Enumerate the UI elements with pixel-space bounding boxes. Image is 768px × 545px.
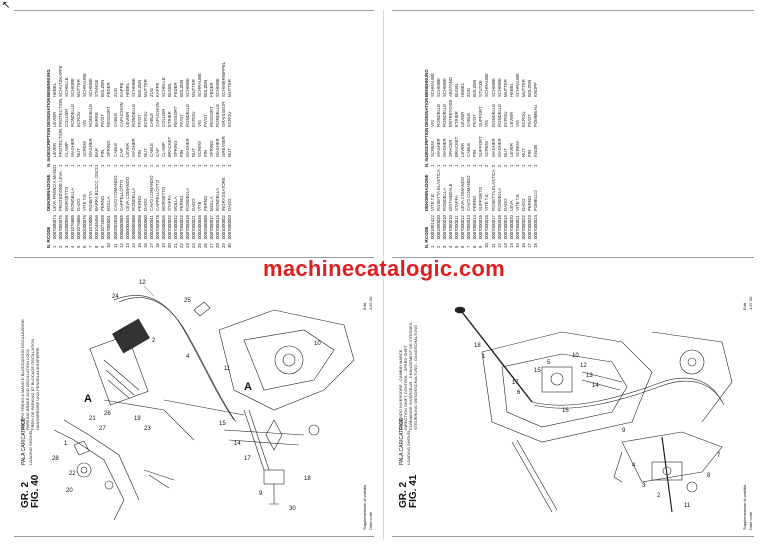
callout-8: 8 (707, 473, 711, 479)
callout-23: 23 (144, 426, 151, 432)
catalog-page-fig-40: GR. 2 FIG. 40 PALA CARICATRICE LOADING S… (6, 10, 378, 540)
footer-edit-label: Edit. (742, 301, 747, 310)
callout-24: 24 (112, 294, 119, 300)
callout-16: 16 (562, 408, 569, 414)
callout-1: 1 (64, 441, 68, 447)
table-cell: NUT (227, 148, 233, 157)
table-cell: 0007000003 (227, 215, 233, 239)
fig-number-label: FIG. 41 (408, 474, 419, 508)
callout-3: 3 (642, 483, 646, 489)
callout-1: 1 (482, 354, 486, 360)
callout-14: 14 (592, 383, 599, 389)
callout-4: 4 (632, 463, 636, 469)
callout-30: 30 (289, 506, 296, 512)
exploded-view-figure: 18 1 17 6 15 5 10 12 13 14 16 4 3 2 11 9… (454, 306, 733, 513)
group-title-4: STEUERUNG WENDESCHALTUNG - GANGSCHALTUNG (413, 324, 418, 430)
footer-edit-value: 1.87.00 (748, 296, 753, 310)
table-cell: 1 (227, 164, 233, 167)
table-cell: ECROU (227, 111, 233, 127)
catalog-page-fig-41: GR. 2 FIG. 41 PALA CARICATRICE LOADING S… (388, 10, 760, 540)
page-top-rule (14, 10, 374, 11)
section-divider (14, 257, 374, 258)
callout-2: 2 (657, 493, 661, 499)
callout-15: 15 (534, 368, 541, 374)
mouse-cursor-icon: ↖ (2, 0, 11, 11)
callout-10: 10 (314, 341, 321, 347)
section-divider (392, 257, 754, 258)
callout-28: 28 (52, 456, 59, 462)
table-cell: 18 (532, 243, 538, 248)
callout-9: 9 (622, 428, 626, 434)
callout-26: 26 (104, 411, 111, 417)
callout-11: 11 (684, 503, 691, 509)
callout-4: 4 (186, 354, 190, 360)
table-cell: 30 (227, 243, 233, 248)
callout-11: 11 (224, 366, 231, 372)
callout-A-right: A (244, 381, 252, 393)
footer-edit-value: 1.87.00 (368, 296, 373, 310)
footer-validity: Supplementare di validità (742, 485, 747, 530)
table-cell: MUTTER (227, 79, 233, 97)
callout-12: 12 (580, 363, 587, 369)
fig-number-label: FIG. 40 (30, 474, 41, 508)
callout-17: 17 (512, 380, 519, 386)
callout-25: 25 (184, 298, 191, 304)
page-top-rule (392, 10, 754, 11)
callout-18: 18 (304, 476, 311, 482)
table-cell: POMELLO (532, 190, 538, 211)
table-cell: DADO (227, 198, 233, 211)
table-cell: KNOB (532, 144, 538, 157)
page-bottom-rule (392, 536, 754, 537)
callout-9: 9 (259, 491, 263, 497)
callout-21: 21 (89, 416, 96, 422)
group-title-4: HANDBREMSE UND PENDELACHSSPERRE (35, 347, 40, 430)
watermark-text: machinecatalogic.com (263, 256, 505, 281)
callout-5: 5 (547, 360, 551, 366)
callout-27: 27 (99, 426, 106, 432)
callout-6: 6 (517, 390, 521, 396)
callout-22: 22 (69, 471, 76, 477)
footer-date-code: Date code (368, 511, 373, 530)
footer-date-code: Date code (748, 511, 753, 530)
callout-18: 18 (474, 343, 481, 349)
callout-A-left: A (84, 393, 92, 405)
callout-13: 13 (586, 373, 593, 379)
callout-14: 14 (234, 441, 241, 447)
callout-19: 19 (134, 416, 141, 422)
table-cell: 1 (532, 164, 538, 167)
callout-2: 2 (152, 338, 156, 344)
table-row: 18 0007000024 POMELLO 1 KNOB POMMEAU KNOPF (533, 23, 539, 248)
callout-10: 10 (572, 353, 579, 359)
callout-17: 17 (244, 456, 251, 462)
callout-12: 12 (139, 280, 146, 286)
exploded-view-figure: 12 24 25 2 A 4 21 27 1 28 22 20 19 23 26… (52, 280, 355, 521)
table-cell: POMMEAU (532, 104, 538, 127)
subsection-title: LOADING SHOVEL (406, 429, 411, 465)
table-cell: KNOPF (532, 82, 538, 97)
subsection-title: LOADING SHOVEL (28, 429, 33, 465)
callout-20: 20 (66, 488, 73, 494)
table-row: 30 0007000003 DADO 1 NUT ECROU MUTTER (227, 23, 233, 248)
callout-7: 7 (717, 453, 721, 459)
page-divider (383, 10, 384, 540)
page-bottom-rule (14, 536, 374, 537)
callout-15: 15 (219, 421, 226, 427)
table-cell: 0007000024 (532, 215, 538, 239)
